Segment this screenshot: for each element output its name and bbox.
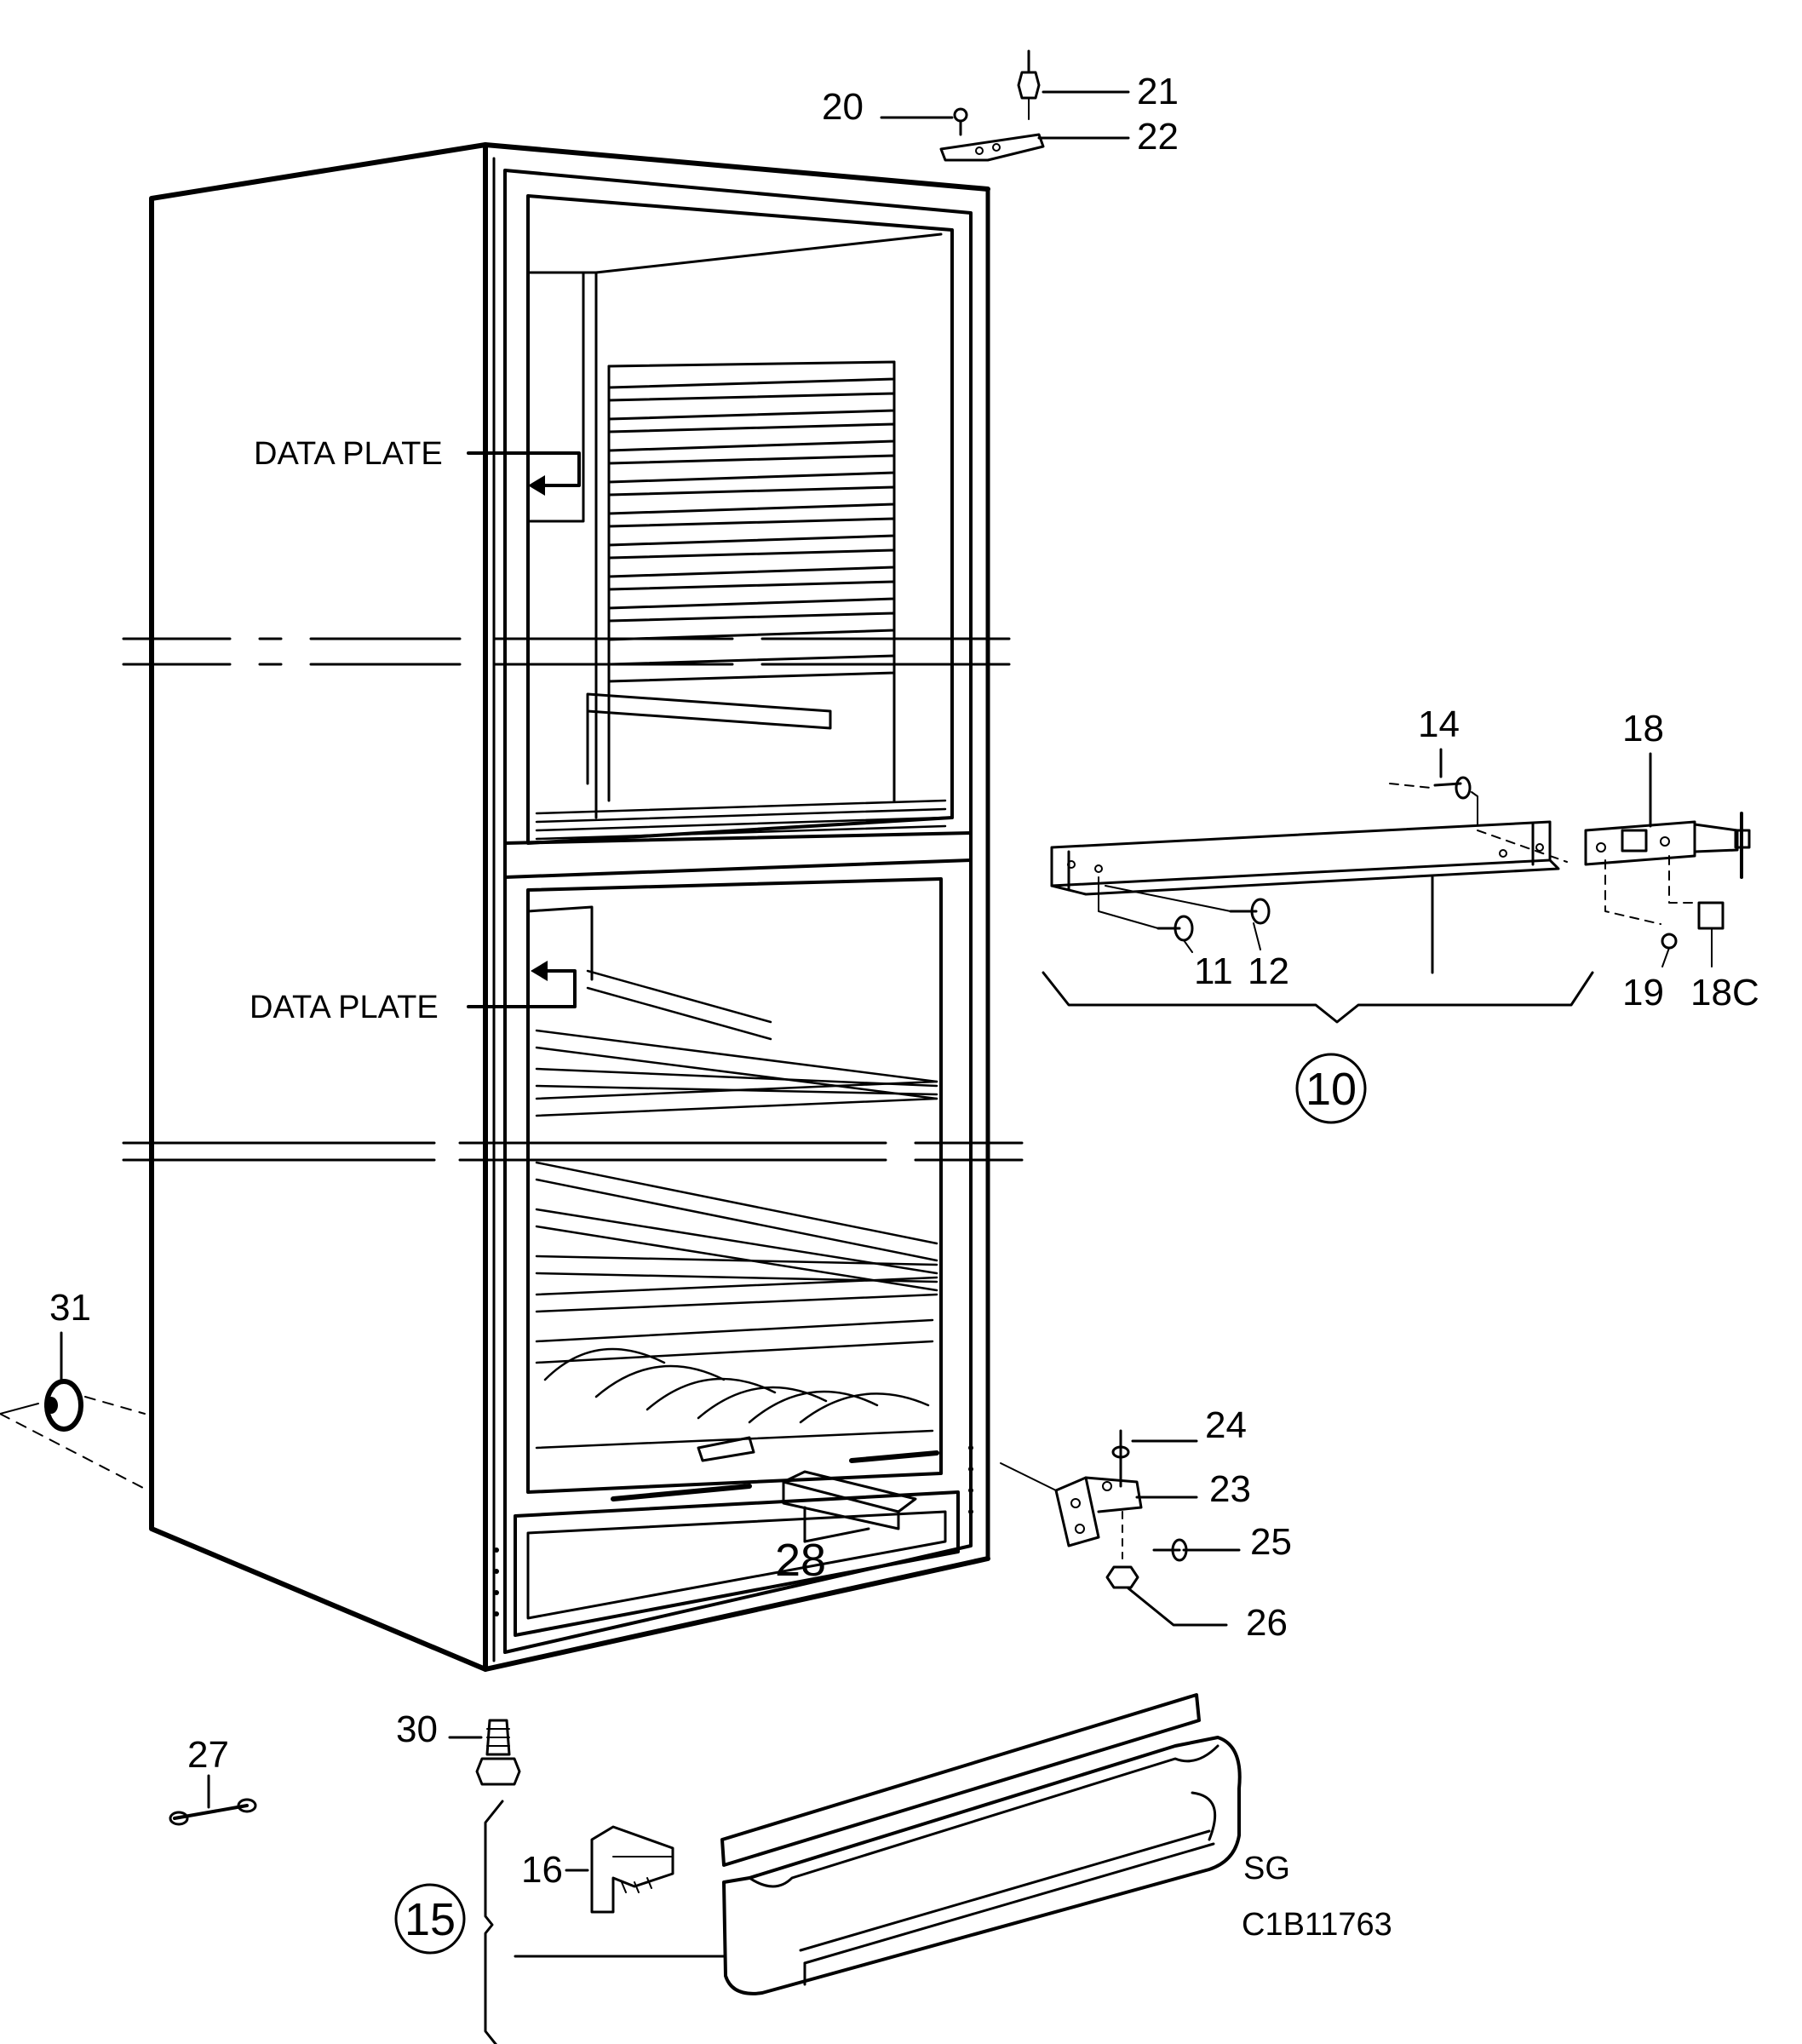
upper-shelf-ribs xyxy=(607,360,896,802)
hinge-18-group: 18 19 18C xyxy=(1584,708,1759,1013)
screw-25-icon xyxy=(1152,1538,1188,1562)
label-part-18c: 18C xyxy=(1690,972,1759,1013)
label-part-10: 10 xyxy=(1306,1064,1357,1115)
label-part-31: 31 xyxy=(49,1287,91,1329)
data-plate-upper-label: DATA PLATE xyxy=(254,436,443,472)
label-part-26: 26 xyxy=(1246,1602,1288,1644)
arrow-left-icon xyxy=(531,961,548,981)
screw-holes xyxy=(494,1445,973,1616)
wrench-27-icon xyxy=(169,1798,257,1826)
hinge-bracket-23-icon xyxy=(1054,1476,1143,1547)
bottom-hinge-group: 24 23 25 26 xyxy=(1000,1404,1292,1644)
screw-20-icon xyxy=(953,107,968,136)
callout-circle-15 xyxy=(394,1883,466,1955)
part-28-group: 28 xyxy=(697,1436,917,1586)
clip-18c-icon xyxy=(1697,901,1725,967)
leveling-leg-30-icon xyxy=(475,1719,521,1786)
footer-sg-label: SG xyxy=(1243,1851,1290,1886)
lower-wire-shelves-top xyxy=(535,969,938,1117)
caster-wheel-31-icon xyxy=(44,1379,83,1432)
lower-bin-ribs xyxy=(535,1318,934,1450)
leveling-leg-30-group: 30 xyxy=(396,1708,521,1786)
lower-compartment xyxy=(494,877,973,1637)
hinge-pin-24-icon xyxy=(1111,1429,1130,1488)
door-rail-icon xyxy=(1050,820,1560,896)
bracket-28-icon xyxy=(697,1436,917,1530)
hinge-bracket-22-icon xyxy=(939,133,1045,162)
label-part-23: 23 xyxy=(1209,1468,1251,1510)
label-part-25: 25 xyxy=(1250,1521,1292,1563)
clip-16-icon xyxy=(590,1825,674,1914)
screw-19-icon xyxy=(1661,933,1678,967)
caster-31-group: 31 xyxy=(0,1287,146,1490)
label-part-11: 11 xyxy=(1194,950,1233,992)
break-lines xyxy=(122,637,1024,1162)
kick-plate-body-icon xyxy=(722,1736,1242,1995)
hinge-bracket-18-icon xyxy=(1584,812,1751,879)
data-plate-lower-label: DATA PLATE xyxy=(250,990,439,1025)
label-part-18: 18 xyxy=(1622,708,1664,749)
refrigerator-cabinet xyxy=(149,142,990,1672)
label-part-30: 30 xyxy=(396,1708,438,1750)
label-part-21: 21 xyxy=(1137,71,1179,112)
hinge-pin-21-icon xyxy=(1017,49,1041,120)
upper-floor-grille xyxy=(535,799,947,841)
label-part-28: 28 xyxy=(775,1535,826,1586)
label-part-19: 19 xyxy=(1622,972,1664,1013)
lower-wire-shelves-bottom xyxy=(535,1161,938,1313)
label-part-20: 20 xyxy=(822,86,864,128)
label-part-14: 14 xyxy=(1418,703,1460,745)
callout-circle-10 xyxy=(1295,1053,1367,1124)
kick-plate-top-strip-icon xyxy=(720,1693,1201,1867)
label-part-27: 27 xyxy=(187,1734,229,1776)
nut-26-icon xyxy=(1105,1565,1139,1589)
label-part-16: 16 xyxy=(521,1849,563,1891)
label-part-24: 24 xyxy=(1205,1404,1247,1446)
screw-12-icon xyxy=(1229,898,1271,925)
label-part-22: 22 xyxy=(1137,116,1179,158)
wrench-27-group: 27 xyxy=(169,1734,257,1826)
screw-14-icon xyxy=(1433,776,1472,800)
door-rail-assembly: 14 11 12 10 xyxy=(1042,703,1594,1124)
drawing-code-label: C1B11763 xyxy=(1242,1907,1392,1943)
kick-plate-assembly: 15 16 xyxy=(394,1693,1242,2044)
data-plate-lower-callout: DATA PLATE xyxy=(250,961,577,1025)
screw-11-icon xyxy=(1156,915,1194,942)
top-hinge-group: 20 21 22 xyxy=(822,49,1179,162)
data-plate-upper-callout: DATA PLATE xyxy=(254,436,581,496)
label-part-15: 15 xyxy=(405,1894,456,1945)
label-part-12: 12 xyxy=(1248,950,1289,992)
upper-compartment xyxy=(503,194,973,879)
arrow-left-icon xyxy=(528,475,545,496)
